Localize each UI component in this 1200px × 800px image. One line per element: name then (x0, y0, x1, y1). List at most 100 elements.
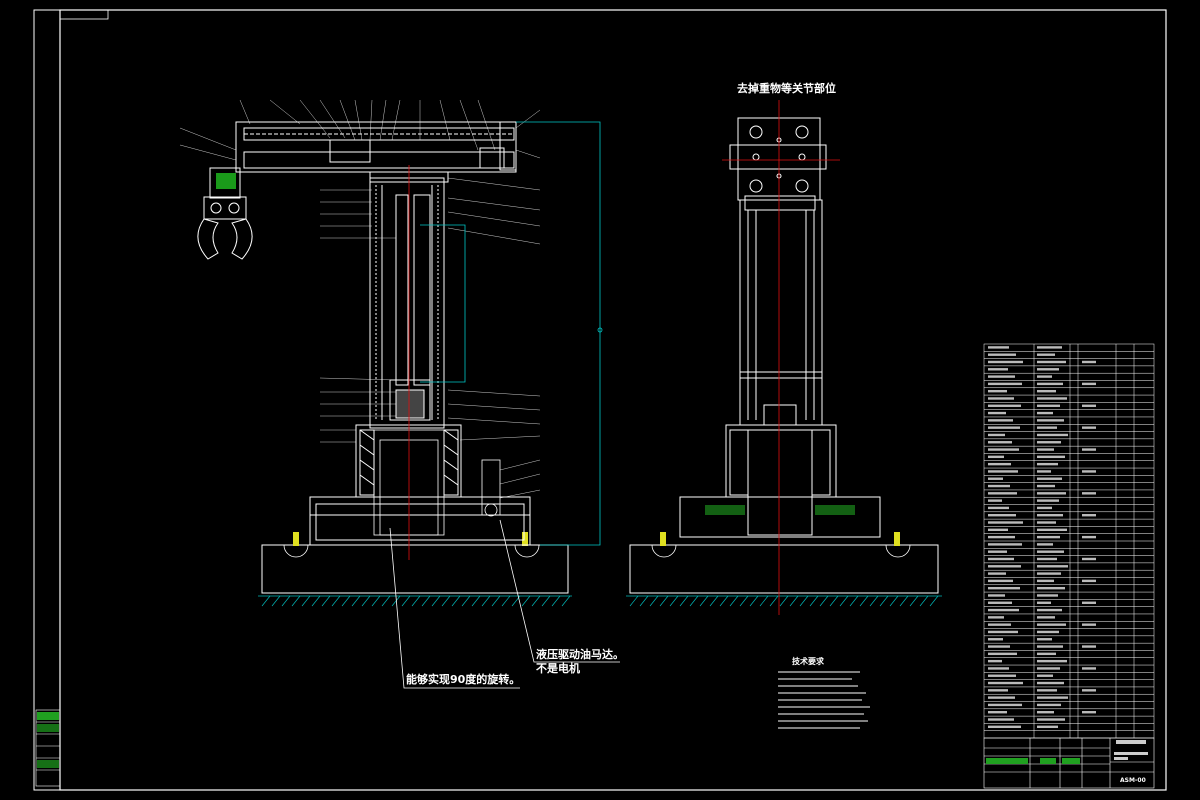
bom-material-mark (1082, 470, 1096, 473)
side-joint-block (729, 117, 827, 211)
bom-name-mark (1037, 499, 1059, 502)
bom-code-mark (988, 346, 1009, 349)
side-ground-hatch (626, 595, 942, 607)
side-view-title: 去掉重物等关节部位 (737, 81, 836, 95)
bom-material-mark (1082, 645, 1096, 648)
anchor-bolts (283, 532, 540, 558)
bom-code-mark (988, 499, 1002, 502)
bom-code-mark (988, 375, 1015, 378)
bom-material-mark (1082, 689, 1096, 692)
hydraulic-pipe (420, 121, 603, 546)
bom-name-mark (1037, 375, 1052, 378)
bom-code-mark (988, 667, 1009, 670)
bom-name-mark (1037, 470, 1051, 473)
bom-code-mark (988, 572, 1006, 575)
sheet-border (33, 9, 1167, 791)
bom-code-mark (988, 506, 1009, 510)
bom-code-mark (988, 681, 1023, 685)
parts-list-table (983, 343, 1155, 739)
bom-name-mark (1037, 557, 1057, 561)
bom-name-mark (1037, 368, 1059, 371)
bom-code-mark (988, 579, 1013, 583)
bom-code-mark (988, 521, 1023, 524)
side-base-housing (679, 424, 881, 538)
bom-name-mark (1037, 543, 1053, 546)
gripper (197, 167, 253, 260)
base-housing (309, 496, 531, 546)
bom-code-mark (988, 441, 1012, 444)
side-column (739, 199, 823, 426)
vertical-column (369, 177, 445, 429)
bom-name-mark (1037, 594, 1058, 597)
bom-name-mark (1037, 703, 1061, 707)
bom-material-mark (1082, 667, 1096, 670)
bom-material-mark (1082, 711, 1096, 714)
bom-name-mark (1037, 441, 1061, 444)
bom-code-mark (988, 689, 1008, 692)
bom-material-mark (1082, 404, 1096, 407)
bom-code-mark (988, 397, 1014, 400)
leader-lines-top (239, 99, 496, 151)
bom-name-mark (1037, 659, 1067, 663)
bom-name-mark (1037, 353, 1055, 356)
bom-name-mark (1037, 586, 1065, 590)
side-ground (629, 544, 939, 594)
bom-code-mark (988, 725, 1021, 729)
bom-material-mark (1082, 382, 1096, 386)
bom-material-mark (1082, 535, 1096, 539)
bom-material-mark (1082, 448, 1096, 451)
bom-name-mark (1037, 514, 1063, 517)
bom-code-mark (988, 492, 1017, 495)
bom-name-mark (1037, 419, 1064, 422)
bom-code-mark (988, 448, 1019, 451)
bom-code-mark (988, 360, 1023, 364)
bom-name-mark (1037, 608, 1062, 612)
side-anchor-bolts (651, 532, 911, 558)
bom-code-mark (988, 586, 1020, 590)
bom-code-mark (988, 528, 1008, 532)
hydraulic-annotation-line2: 不是电机 (536, 661, 580, 675)
bom-name-mark (1037, 645, 1063, 648)
bom-code-mark (988, 368, 1008, 371)
bom-code-mark (988, 550, 1007, 553)
tech-requirements-body (778, 671, 870, 729)
bom-material-mark (1082, 601, 1096, 604)
bom-code-mark (988, 718, 1014, 721)
bom-code-mark (988, 659, 1002, 663)
bom-material-mark (1082, 514, 1096, 517)
bom-name-mark (1037, 462, 1058, 466)
bom-name-mark (1037, 477, 1062, 480)
bom-name-mark (1037, 389, 1056, 393)
bom-name-mark (1037, 397, 1067, 400)
bom-code-mark (988, 404, 1021, 407)
bearing-housing (355, 424, 462, 498)
hydraulic-motor (481, 459, 501, 517)
main-section-view (179, 99, 603, 607)
leader-lines-right (447, 109, 541, 499)
bom-code-mark (988, 696, 1015, 699)
bom-material-mark (1082, 557, 1096, 561)
bom-name-mark (1037, 535, 1060, 539)
bom-code-mark (988, 477, 1003, 480)
bom-name-mark (1037, 681, 1064, 685)
bom-code-mark (988, 630, 1018, 634)
hydraulic-annotation-line1: 液压驱动油马达。 (536, 647, 624, 661)
bom-code-mark (988, 411, 1006, 415)
drawing-number: ASM-00 (1120, 777, 1146, 784)
bom-code-mark (988, 455, 1004, 459)
bom-name-mark (1037, 623, 1066, 626)
bom-code-mark (988, 535, 1015, 539)
bom-name-mark (1037, 346, 1062, 349)
bom-name-mark (1037, 506, 1052, 510)
bom-code-mark (988, 389, 1007, 393)
bom-name-mark (1037, 630, 1059, 634)
bom-name-mark (1037, 638, 1052, 641)
bom-name-mark (1037, 426, 1057, 429)
bom-name-mark (1037, 492, 1066, 495)
bom-name-mark (1037, 550, 1064, 553)
bom-code-mark (988, 462, 1011, 466)
bom-name-mark (1037, 382, 1063, 386)
ground-hatch (258, 595, 572, 607)
bom-code-mark (988, 470, 1018, 473)
